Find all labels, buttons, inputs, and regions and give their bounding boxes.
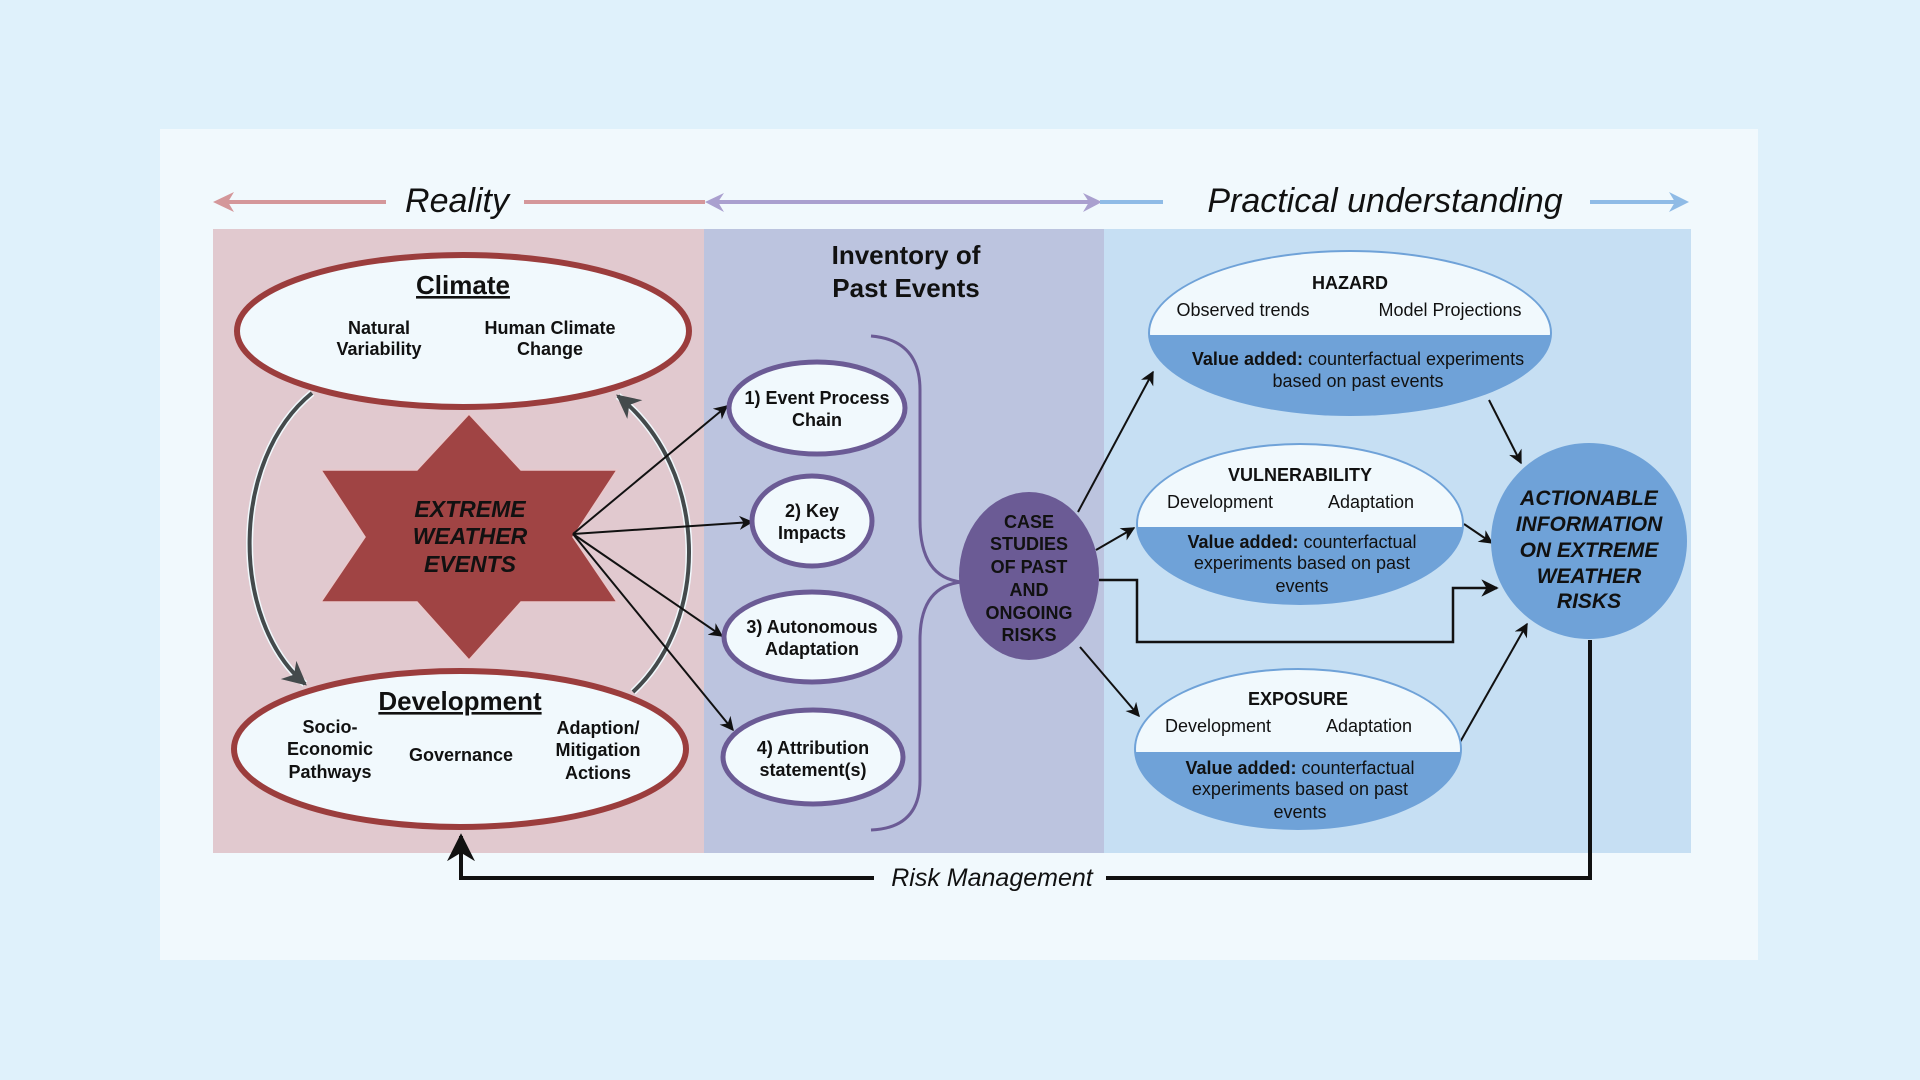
exposure-adaptation: Adaptation (1326, 716, 1412, 736)
vulnerability-value-line1: Value added: counterfactual (1187, 532, 1416, 552)
hazard-value-line2: based on past events (1272, 371, 1443, 391)
step2-line2: Impacts (778, 523, 846, 543)
hazard-observed-trends: Observed trends (1176, 300, 1309, 320)
step1-line2: Chain (792, 410, 842, 430)
case-line1: CASE (1004, 512, 1054, 532)
inventory-title-line2: Past Events (832, 273, 979, 303)
development-to-climate-arrow (616, 394, 691, 694)
step4-line2: statement(s) (759, 760, 866, 780)
governance-label: Governance (409, 745, 513, 765)
vulnerability-title: VULNERABILITY (1228, 465, 1372, 485)
natural-variability-line2: Variability (336, 339, 421, 359)
vulnerability-value-label: Value added: (1187, 532, 1298, 552)
step-event-process-chain: 1) Event Process Chain (726, 359, 908, 457)
step1-line1: 1) Event Process (744, 388, 889, 408)
exposure-value-label: Value added: (1185, 758, 1296, 778)
actionable-line5: RISKS (1557, 590, 1621, 613)
adaption-line2: Mitigation (556, 740, 641, 760)
inventory-arrowhead-left (705, 193, 724, 212)
climate-title: Climate (416, 270, 510, 300)
actionable-line3: ON EXTREME (1520, 539, 1660, 562)
exposure-value-line1: Value added: counterfactual (1185, 758, 1414, 778)
step-key-impacts: 2) Key Impacts (749, 473, 875, 569)
header-arrows (213, 192, 1689, 212)
step3-line1: 3) Autonomous (746, 617, 877, 637)
reality-arrowhead (213, 192, 234, 212)
vulnerability-development: Development (1167, 492, 1273, 512)
star-to-steps-arrows (572, 405, 754, 732)
socio-line1: Socio- (302, 717, 357, 737)
hazard-title: HAZARD (1312, 273, 1388, 293)
human-climate-change-line2: Change (517, 339, 583, 359)
exposure-development: Development (1165, 716, 1271, 736)
hazard-model-projections: Model Projections (1378, 300, 1521, 320)
vulnerability-value-line3: events (1275, 576, 1328, 596)
exposure-value-text: counterfactual (1296, 758, 1414, 778)
actionable-line2: INFORMATION (1516, 513, 1663, 536)
extreme-weather-events-node: EXTREME WEATHER EVENTS (319, 412, 619, 662)
socio-line2: Economic (287, 739, 373, 759)
extreme-line: EXTREME (414, 496, 526, 522)
weather-line: WEATHER (413, 523, 528, 549)
vulnerability-value-line2: experiments based on past (1194, 553, 1410, 573)
hazard-value-line1: Value added: counterfactual experiments (1192, 349, 1524, 369)
climate-node: Climate Natural Variability Human Climat… (234, 252, 692, 410)
step-autonomous-adaptation: 3) Autonomous Adaptation (721, 589, 903, 685)
case-line3: OF PAST (991, 557, 1068, 577)
adaption-line3: Actions (565, 763, 631, 783)
natural-variability-line1: Natural (348, 318, 410, 338)
inventory-title-line1: Inventory of (832, 240, 981, 270)
case-studies-node: CASE STUDIES OF PAST AND ONGOING RISKS (959, 492, 1099, 660)
reality-label: Reality (405, 182, 511, 220)
actionable-line1: ACTIONABLE (1519, 487, 1659, 510)
actionable-information-node: ACTIONABLE INFORMATION ON EXTREME WEATHE… (1491, 443, 1687, 639)
step3-line2: Adaptation (765, 639, 859, 659)
development-node: Development Socio- Economic Pathways Gov… (231, 668, 689, 830)
hazard-value-text: counterfactual experiments (1303, 349, 1524, 369)
inventory-arrowhead-right (1083, 193, 1102, 212)
climate-to-development-arrow-line (247, 391, 314, 686)
case-line5: ONGOING (985, 603, 1072, 623)
events-line: EVENTS (424, 551, 517, 577)
hazard-value-label: Value added: (1192, 349, 1303, 369)
development-title: Development (378, 686, 542, 716)
step-attribution-statements: 4) Attribution statement(s) (720, 707, 906, 807)
human-climate-change-line1: Human Climate (484, 318, 615, 338)
case-line6: RISKS (1001, 625, 1056, 645)
vulnerability-value-text: counterfactual (1298, 532, 1416, 552)
risk-management-label: Risk Management (891, 864, 1094, 892)
to-actionable-arrows (1458, 399, 1528, 745)
vulnerability-adaptation: Adaptation (1328, 492, 1414, 512)
risk-management-feedback: Risk Management (447, 640, 1592, 892)
socio-line3: Pathways (288, 762, 371, 782)
step4-line1: 4) Attribution (757, 738, 869, 758)
step2-line1: 2) Key (785, 501, 839, 521)
exposure-value-line3: events (1273, 802, 1326, 822)
case-line2: STUDIES (990, 534, 1068, 554)
practical-understanding-label: Practical understanding (1207, 182, 1562, 220)
case-studies-arrows (1077, 370, 1499, 718)
understanding-arrowhead (1669, 192, 1689, 212)
star-icon (319, 412, 619, 662)
actionable-line4: WEATHER (1537, 565, 1642, 588)
case-line4: AND (1010, 580, 1049, 600)
exposure-value-line2: experiments based on past (1192, 779, 1408, 799)
adaption-line1: Adaption/ (557, 718, 640, 738)
exposure-title: EXPOSURE (1248, 689, 1348, 709)
